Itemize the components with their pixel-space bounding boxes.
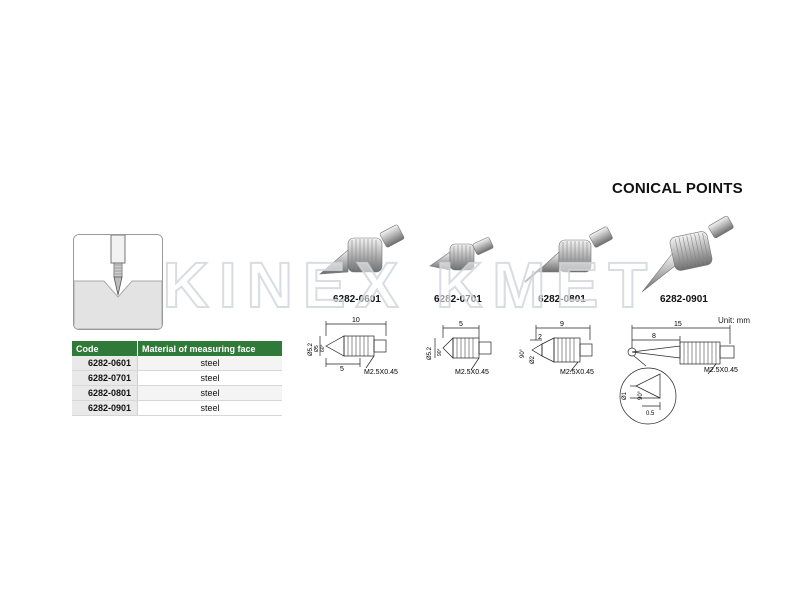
dim-step: 2 bbox=[538, 334, 542, 341]
table-row: 6282-0601 steel bbox=[72, 356, 282, 371]
row-material: steel bbox=[137, 370, 282, 386]
dim-dia: Ø5.2 bbox=[427, 346, 433, 360]
dim-thread: M2.5X0.45 bbox=[455, 369, 489, 376]
dim-angle: 90° bbox=[437, 348, 443, 356]
product-photo-0601 bbox=[319, 224, 405, 275]
drawing-0901: 15 8 Ø1 90° 0.5 M2.5X0.45 bbox=[619, 321, 738, 425]
table-row: 6282-0901 steel bbox=[72, 400, 282, 416]
dim-thread: M2.5X0.45 bbox=[560, 369, 594, 376]
row-material: steel bbox=[137, 356, 282, 371]
product-code-0801: 6282-0801 bbox=[538, 294, 586, 305]
spec-table: Code Material of measuring face 6282-060… bbox=[72, 341, 282, 416]
product-photo-0701 bbox=[429, 237, 494, 271]
drawing-0701: 5 Ø5.2 90° M2.5X0.45 bbox=[427, 321, 492, 376]
dim-length: 5 bbox=[459, 321, 463, 328]
row-material: steel bbox=[137, 400, 282, 416]
dim-angle: 90° bbox=[638, 390, 644, 400]
dim-length: 9 bbox=[560, 321, 564, 328]
dim-small-dia: Ø5 bbox=[314, 345, 320, 352]
drawing-0601: 10 Ø5.2 Ø5 60° 5 M2.5X0.45 bbox=[308, 317, 398, 376]
dim-thread: M2.5X0.45 bbox=[364, 369, 398, 376]
dim-thread: M2.5X0.45 bbox=[704, 367, 738, 374]
row-code: 6282-0801 bbox=[72, 385, 138, 401]
row-code: 6282-0901 bbox=[72, 400, 138, 416]
product-photo-0801 bbox=[524, 226, 613, 283]
product-code-0901: 6282-0901 bbox=[660, 294, 708, 305]
watermark: KINEX KMET bbox=[162, 248, 649, 322]
dim-dia: Ø5.2 bbox=[308, 342, 314, 356]
product-code-0601: 6282-0601 bbox=[333, 294, 381, 305]
unit-label: Unit: mm bbox=[718, 316, 750, 325]
product-code-0701: 6282-0701 bbox=[434, 294, 482, 305]
table-row: 6282-0801 steel bbox=[72, 385, 282, 401]
row-code: 6282-0701 bbox=[72, 370, 138, 386]
dim-length: 15 bbox=[674, 321, 682, 328]
header-code: Code bbox=[72, 341, 138, 356]
dim-angle: 90° bbox=[520, 348, 526, 358]
row-material: steel bbox=[137, 385, 282, 401]
measuring-illustration bbox=[74, 235, 162, 329]
application-illustration bbox=[73, 234, 163, 330]
dim-dia: Ø2 bbox=[530, 355, 536, 364]
page-title: CONICAL POINTS bbox=[612, 180, 743, 197]
product-photo-0901 bbox=[641, 215, 734, 293]
drawing-0801: 9 2 90° Ø2 M2.5X0.45 bbox=[520, 321, 594, 376]
table-header-row: Code Material of measuring face bbox=[72, 341, 282, 356]
header-material: Material of measuring face bbox=[137, 341, 282, 356]
row-code: 6282-0601 bbox=[72, 356, 138, 371]
dim-angle: 60° bbox=[320, 344, 326, 352]
dim-length: 10 bbox=[352, 317, 360, 324]
dim-tip-length: 8 bbox=[652, 333, 656, 340]
dim-detail-dia: Ø1 bbox=[622, 391, 628, 400]
dim-detail-len: 0.5 bbox=[646, 411, 655, 417]
dim-base: 5 bbox=[340, 366, 344, 373]
table-row: 6282-0701 steel bbox=[72, 370, 282, 386]
